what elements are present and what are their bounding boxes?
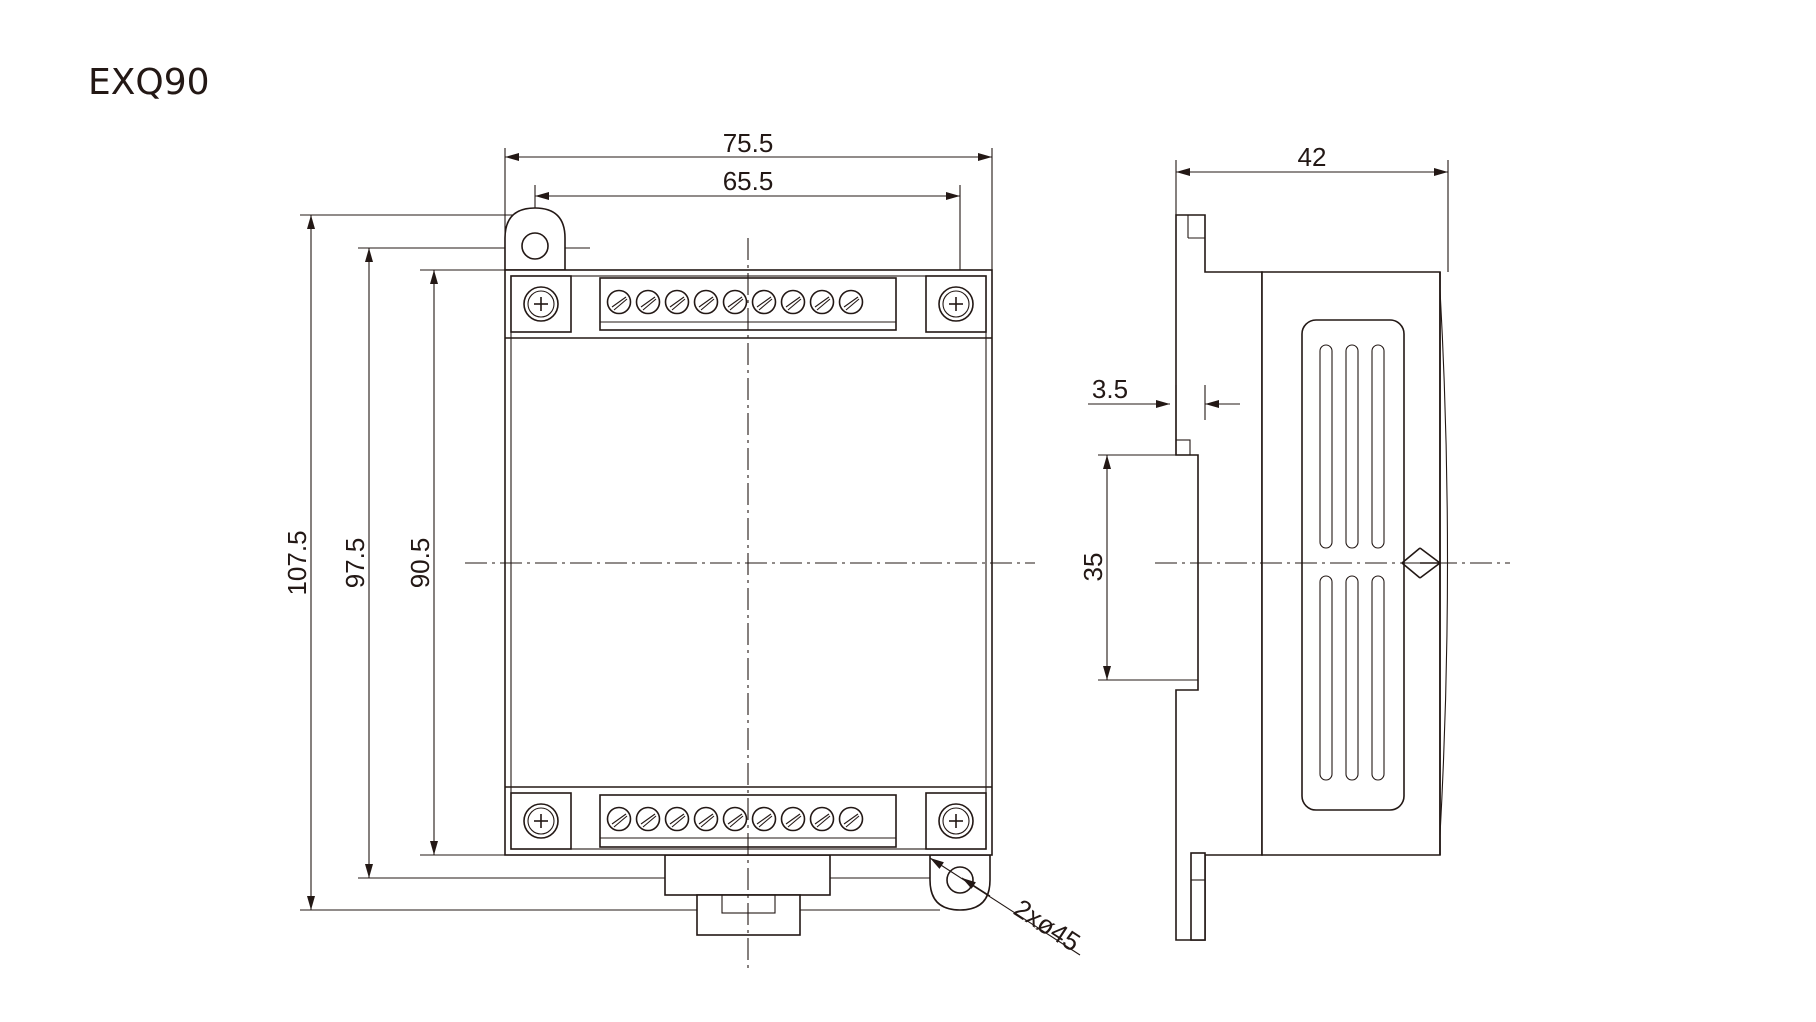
vent-slot (1345, 575, 1359, 781)
terminal-screw-icon (664, 806, 690, 832)
ventilation-slots (1319, 344, 1385, 781)
dim-label-42: 42 (1298, 142, 1327, 172)
terminal-screw-icon (780, 289, 806, 315)
cross-screw-icon (523, 803, 559, 839)
dim-label-3-5: 3.5 (1092, 374, 1128, 404)
vent-slot (1319, 344, 1333, 549)
dim-label-35: 35 (1078, 553, 1108, 582)
latch-symbol (1401, 547, 1442, 579)
side-view: 42 3.5 35 (1078, 142, 1510, 941)
terminal-screw-icon (780, 806, 806, 832)
dim-label-75-5: 75.5 (723, 128, 774, 158)
vent-slot (1371, 575, 1385, 781)
terminal-screw-icon (693, 806, 719, 832)
terminal-screw-icon (809, 806, 835, 832)
terminal-screw-icon (838, 806, 864, 832)
vent-slot (1345, 344, 1359, 549)
terminal-screw-icon (751, 289, 777, 315)
terminal-screw-icon (606, 289, 632, 315)
terminal-screw-icon (664, 289, 690, 315)
terminal-screw-icon (635, 289, 661, 315)
vent-slot (1371, 344, 1385, 549)
terminal-screw-icon (635, 806, 661, 832)
hole-leader (929, 857, 1081, 956)
terminal-screw-icon (722, 806, 748, 832)
mounting-ear-bottom (929, 854, 991, 911)
dim-label-65-5: 65.5 (723, 166, 774, 196)
dim-label-90-5: 90.5 (405, 538, 435, 589)
cross-screw-icon (523, 286, 559, 322)
dim-label-holes: 2xø45 (1009, 893, 1086, 958)
cross-screw-icon (938, 286, 974, 322)
dim-label-97-5: 97.5 (340, 538, 370, 589)
terminal-screw-icon (751, 806, 777, 832)
side-label-panel (1301, 319, 1405, 811)
terminal-screw-icon (722, 289, 748, 315)
terminal-screw-icon (693, 289, 719, 315)
din-rail-profile (1175, 214, 1263, 941)
cross-screw-icon (938, 803, 974, 839)
mounting-ear-top (504, 207, 566, 271)
front-view: 75.5 65.5 107.5 97.5 90.5 (282, 128, 1086, 968)
terminal-screw-icon (838, 289, 864, 315)
dim-label-107-5: 107.5 (282, 530, 312, 595)
corner-screws (523, 286, 974, 839)
terminal-screws (606, 289, 864, 832)
terminal-screw-icon (809, 289, 835, 315)
mounting-hole-top (521, 232, 549, 260)
model-title: EXQ90 (88, 62, 210, 103)
vent-slot (1319, 575, 1333, 781)
terminal-screw-icon (606, 806, 632, 832)
